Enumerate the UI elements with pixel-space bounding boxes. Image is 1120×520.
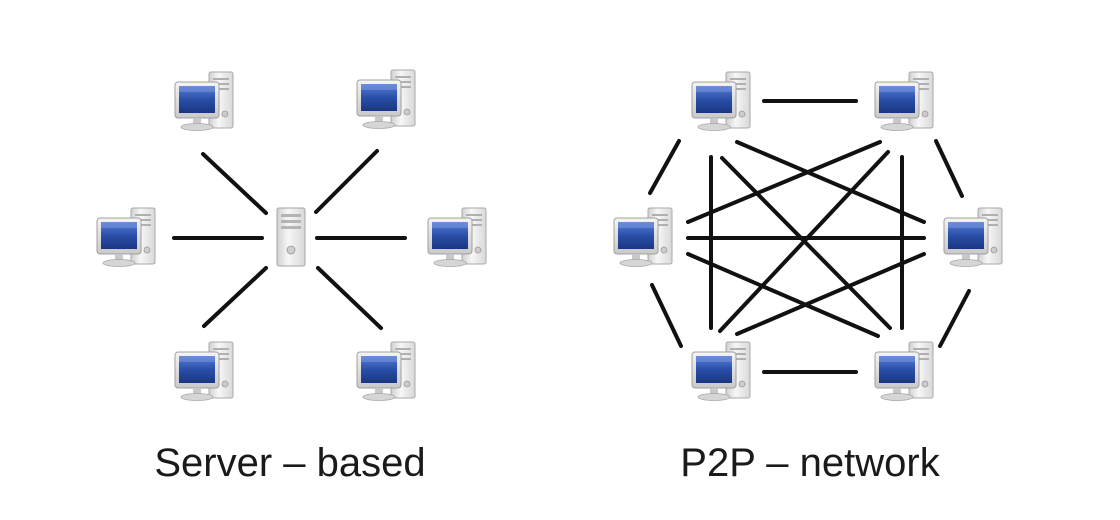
mesh-links (648, 99, 971, 374)
desktop-computer-icon (691, 341, 751, 401)
server-based-diagram: Server – based (96, 69, 487, 485)
desktop-computer-icon (691, 71, 751, 131)
link-l-br (686, 252, 880, 338)
star-links (172, 149, 407, 330)
link-bottom-left (202, 266, 268, 328)
desktop-computer-icon (96, 207, 156, 267)
link-top-left (201, 152, 268, 215)
link-bl-l (650, 283, 683, 348)
server-tower-icon (276, 207, 306, 267)
desktop-computer-icon (874, 341, 934, 401)
desktop-computer-icon (356, 341, 416, 401)
desktop-computer-icon (874, 71, 934, 131)
link-tl-br (720, 156, 892, 330)
link-top-right (314, 149, 379, 214)
server-based-caption: Server – based (154, 441, 425, 485)
link-r-br (938, 289, 971, 348)
link-bottom-right (316, 266, 383, 330)
desktop-computer-icon (613, 207, 673, 267)
link-r-tl (735, 140, 926, 224)
link-tr-bl (718, 150, 890, 333)
p2p-network-diagram: P2P – network (613, 71, 1003, 485)
desktop-computer-icon (427, 207, 487, 267)
link-tr-r (934, 139, 964, 198)
p2p-network-caption: P2P – network (680, 441, 940, 485)
desktop-computer-icon (943, 207, 1003, 267)
desktop-computer-icon (174, 71, 234, 131)
link-l-tr (686, 140, 882, 224)
link-l-tl (648, 139, 681, 195)
link-r-bl (735, 252, 926, 336)
desktop-computer-icon (356, 69, 416, 129)
desktop-computer-icon (174, 341, 234, 401)
